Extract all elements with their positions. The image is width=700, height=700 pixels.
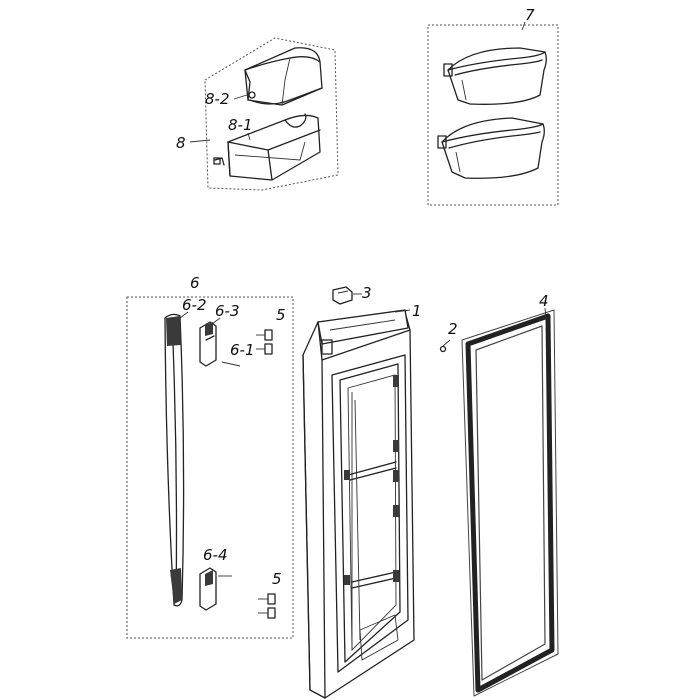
callout-6-4: 6-4 (203, 546, 228, 564)
callout-1: 1 (412, 302, 422, 320)
dairy-bin-lid (244, 47, 323, 106)
door-guard-lower (437, 117, 545, 179)
handle-cap-top (199, 321, 217, 367)
callout-6-2: 6-2 (182, 296, 207, 314)
callout-4: 4 (539, 292, 549, 310)
dairy-bin-assembly-group: 8 8-2 8-1 (176, 37, 339, 191)
door-gasket (461, 309, 559, 697)
door-guard-group: 7 (427, 6, 559, 206)
handle-cap-bottom (199, 567, 217, 611)
callout-5-bottom: 5 (272, 570, 282, 588)
handle-screws-bottom (258, 593, 276, 619)
callout-7: 7 (525, 6, 535, 24)
door-guard-upper (443, 47, 547, 105)
callout-3: 3 (362, 284, 372, 302)
refrigerator-door (302, 309, 415, 699)
callout-6-1: 6-1 (230, 341, 255, 359)
callout-8-1: 8-1 (228, 116, 253, 134)
hinge-cap (332, 286, 353, 305)
door-handle (164, 313, 185, 607)
handle-assembly-group: 6 6-2 6-3 6-1 6-4 (126, 274, 294, 639)
callout-8: 8 (176, 134, 186, 152)
door-screw (439, 339, 451, 353)
callout-6: 6 (190, 274, 200, 292)
callout-8-2: 8-2 (205, 90, 230, 108)
callout-5-top: 5 (276, 306, 286, 324)
dairy-bin-tray (213, 113, 321, 181)
handle-screws-top (256, 329, 273, 355)
callout-6-3: 6-3 (215, 302, 240, 320)
callout-2: 2 (448, 320, 458, 338)
